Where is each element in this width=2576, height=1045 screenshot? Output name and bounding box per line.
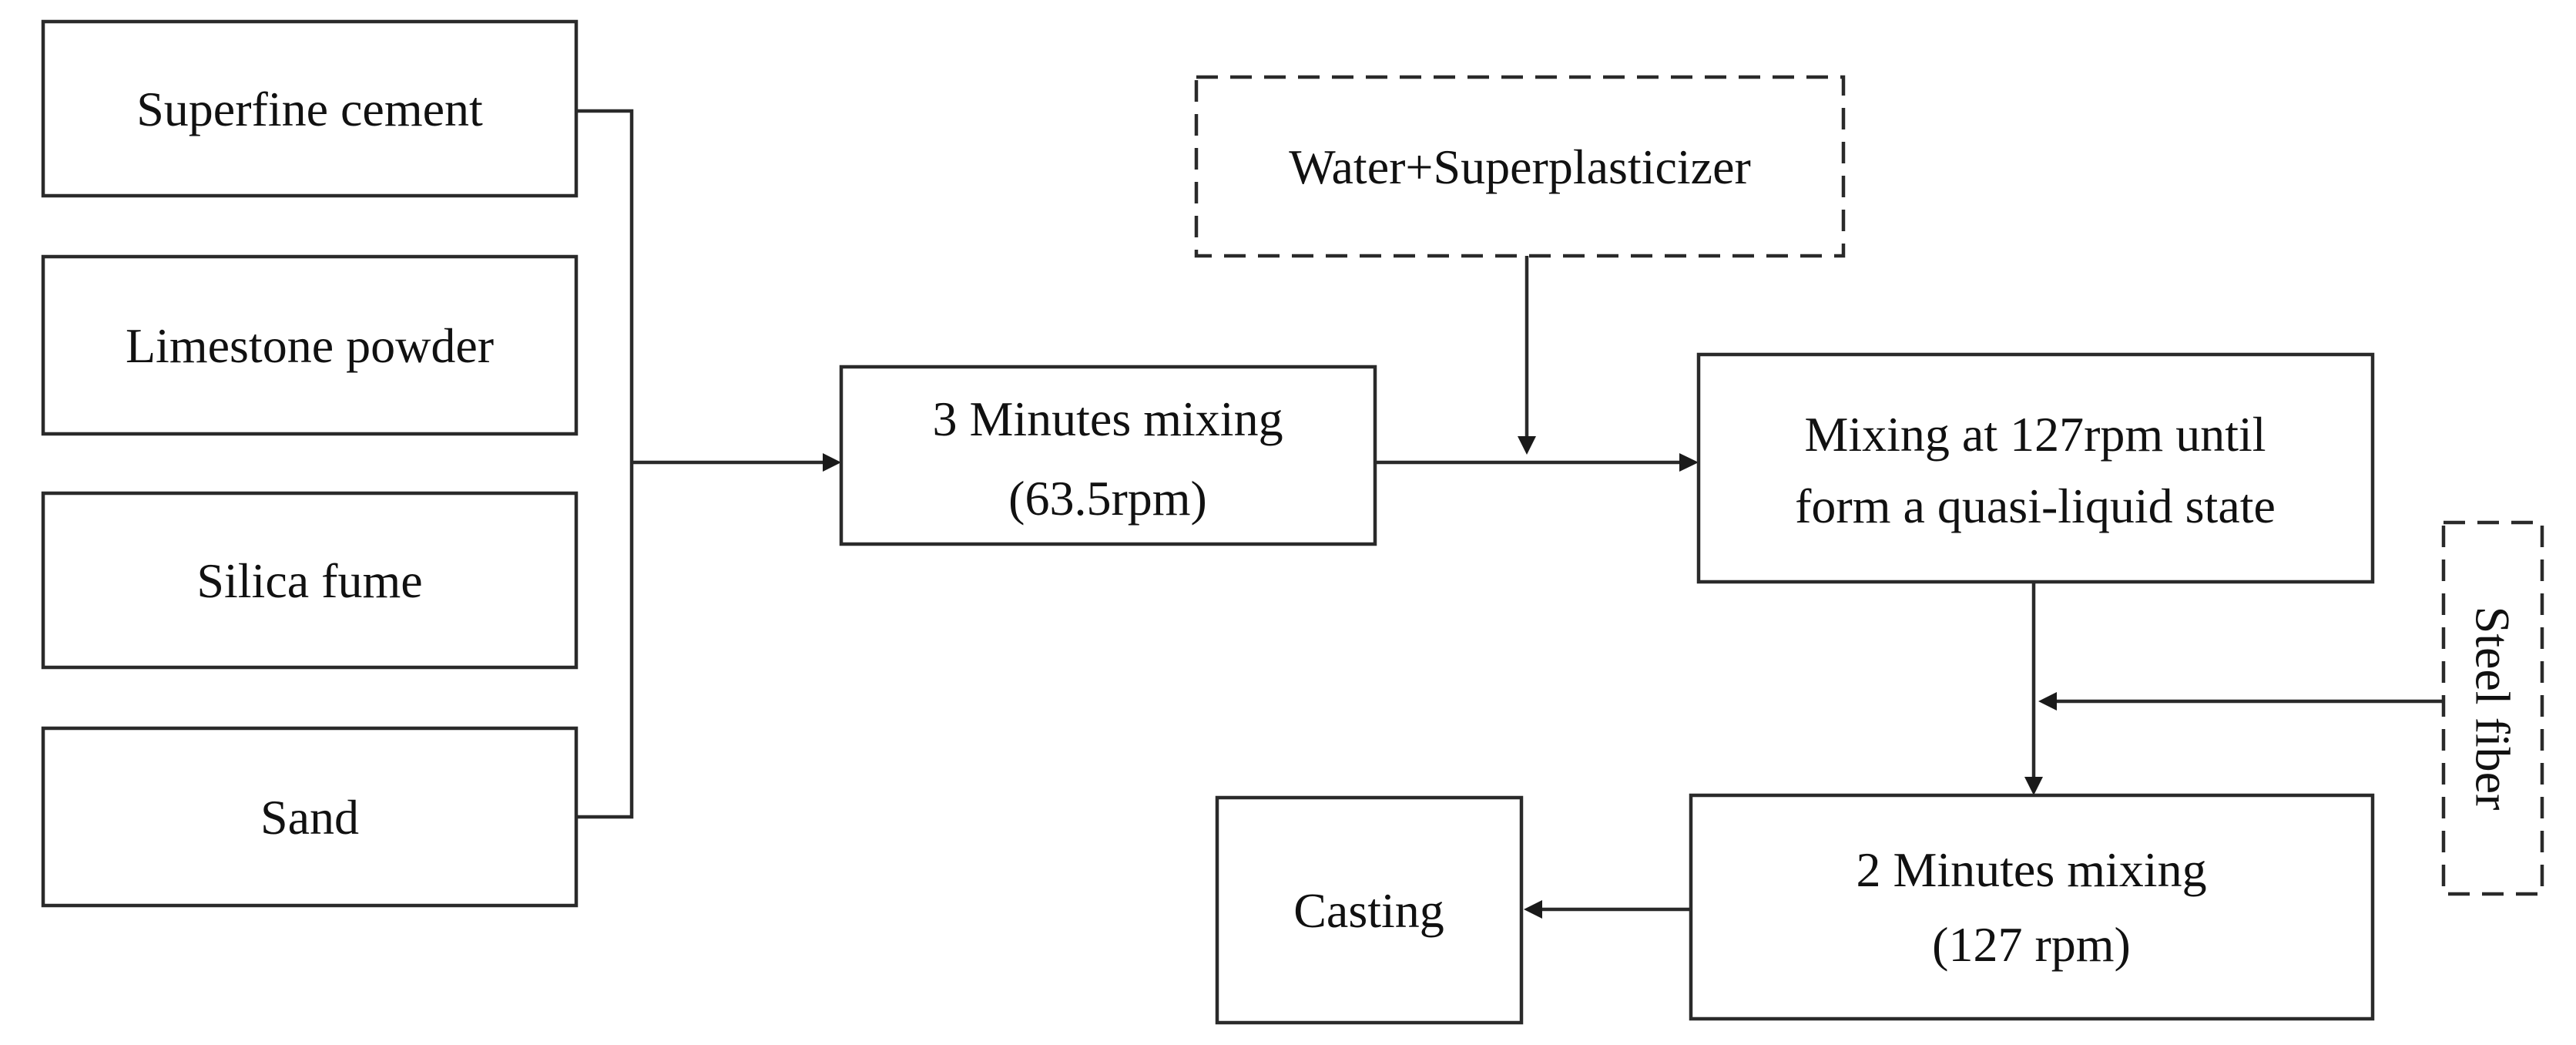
node-superfine-cement-label: Superfine cement — [136, 82, 483, 136]
node-water-superplasticizer-label: Water+Superplasticizer — [1289, 139, 1751, 194]
arrowhead-into-casting — [1524, 900, 1542, 919]
node-superfine-cement: Superfine cement — [41, 19, 579, 198]
arrowhead-into-2min — [2024, 777, 2043, 795]
edge-cement-bracket — [578, 109, 634, 819]
node-3min-mixing: 3 Minutes mixing (63.5rpm) — [839, 365, 1377, 546]
node-2min-mixing-label-line1: 2 Minutes mixing — [1856, 842, 2206, 897]
node-casting-label: Casting — [1293, 883, 1444, 938]
node-3min-mixing-label-line1: 3 Minutes mixing — [932, 391, 1283, 446]
node-limestone-powder-label: Limestone powder — [126, 318, 494, 373]
node-water-superplasticizer: Water+Superplasticizer — [1194, 75, 1846, 258]
node-limestone-powder: Limestone powder — [41, 254, 579, 436]
node-sand-label: Sand — [260, 790, 359, 845]
node-silica-fume-label: Silica fume — [196, 553, 422, 608]
node-silica-fume: Silica fume — [41, 491, 579, 670]
node-3min-mixing-label-line2: (63.5rpm) — [1008, 471, 1207, 526]
node-2min-mixing: 2 Minutes mixing (127 rpm) — [1689, 793, 2375, 1021]
connectors — [578, 109, 2444, 919]
node-127rpm-mixing-label-line2: form a quasi-liquid state — [1795, 479, 2276, 533]
arrowhead-into-3min — [823, 453, 841, 472]
arrowhead-water — [1518, 436, 1536, 455]
node-steel-fiber-label: Steel fiber — [2466, 607, 2521, 811]
node-127rpm-mixing: Mixing at 127rpm until form a quasi-liqu… — [1696, 352, 2375, 584]
node-127rpm-mixing-label-line1: Mixing at 127rpm until — [1804, 407, 2266, 462]
node-sand: Sand — [41, 726, 579, 908]
node-2min-mixing-label-line2: (127 rpm) — [1932, 917, 2131, 972]
node-casting: Casting — [1215, 795, 1524, 1025]
arrowhead-steel-fiber — [2038, 692, 2057, 711]
node-steel-fiber: Steel fiber — [2441, 520, 2544, 896]
arrowhead-into-127rpm — [1679, 453, 1699, 472]
